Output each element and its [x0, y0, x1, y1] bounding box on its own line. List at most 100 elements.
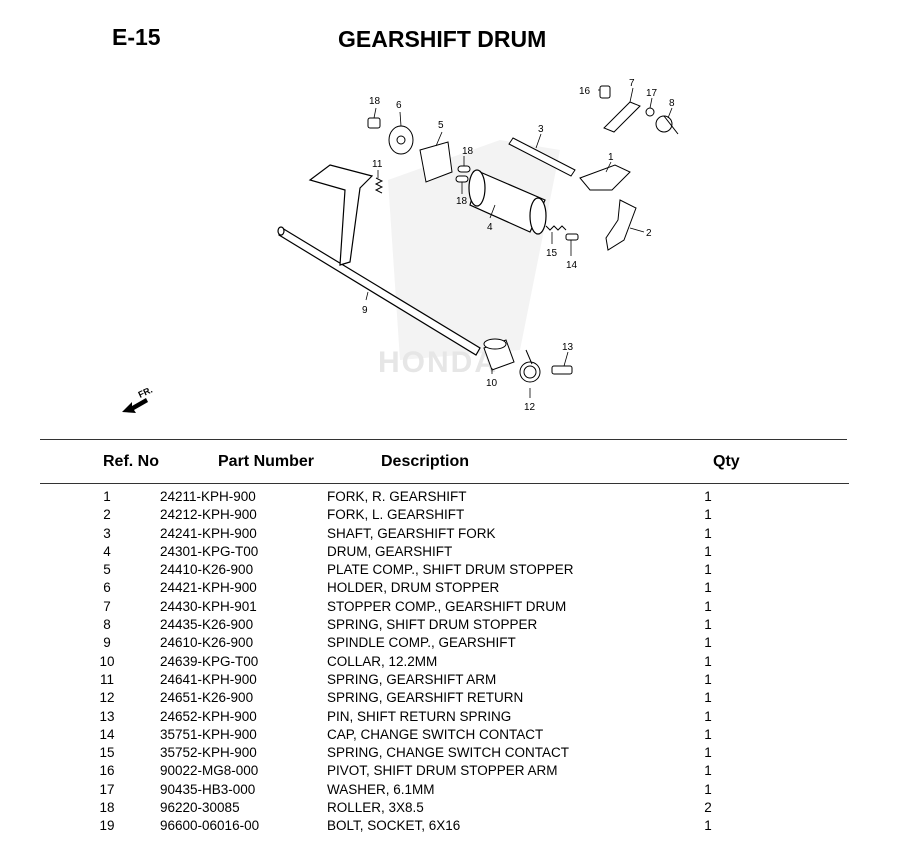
- ref-number: 14: [99, 726, 115, 742]
- ref-number: 6: [103, 580, 111, 596]
- ref-number: 8: [103, 617, 111, 633]
- description-cell: SHAFT, GEARSHIFT FORK: [327, 525, 496, 541]
- callout-11: 11: [372, 159, 383, 170]
- part-number-cell: 90435-HB3-000: [160, 781, 256, 797]
- callout-18: 18: [462, 146, 474, 157]
- ref-number: 16: [99, 763, 115, 779]
- qty-cell: 1: [704, 671, 712, 687]
- qty-cell: 1: [704, 617, 712, 633]
- part-number-cell: 96220-30085: [160, 800, 240, 816]
- part-9-spindle: [277, 164, 481, 356]
- description-cell: FORK, L. GEARSHIFT: [327, 507, 465, 523]
- ref-cell: 12: [40, 689, 160, 707]
- part-number-cell: 24641-KPH-900: [160, 671, 257, 687]
- qty-cell: 1: [704, 690, 712, 706]
- qty-cell: 1: [704, 489, 712, 504]
- part-number-cell: 35752-KPH-900: [160, 745, 257, 761]
- description-cell: PLATE COMP., SHIFT DRUM STOPPER: [327, 562, 574, 578]
- part-18-roller: [457, 165, 471, 173]
- part-number-cell: 24430-KPH-901: [160, 598, 257, 614]
- part-2-fork: [605, 199, 637, 251]
- col-header-part: Part Number: [218, 453, 315, 470]
- table-header-rule: [40, 483, 849, 484]
- part-16-pivot: [599, 85, 611, 99]
- ref-cell: 6: [40, 579, 160, 597]
- callout-17: 17: [646, 88, 658, 99]
- qty-cell: 1: [704, 653, 712, 669]
- ref-number: 7: [103, 598, 111, 614]
- description-cell: BOLT, SOCKET, 6X16: [327, 818, 461, 834]
- part-7-stopper: [603, 101, 641, 133]
- qty-cell: 2: [704, 800, 712, 816]
- ref-cell: 2: [40, 506, 160, 524]
- callout-7: 7: [629, 78, 635, 89]
- part-number-cell: 24211-KPH-900: [160, 489, 256, 504]
- callout-12: 12: [524, 402, 536, 413]
- part-number-cell: 24301-KPG-T00: [160, 543, 259, 559]
- table-row: 11 24641-KPH-900 SPRING, GEARSHIFT ARM 1: [40, 671, 789, 689]
- callout-8: 8: [669, 98, 675, 109]
- part-number-cell: 24651-K26-900: [160, 690, 254, 706]
- part-number-cell: 24639-KPG-T00: [160, 653, 259, 669]
- ref-number: 15: [99, 745, 115, 761]
- part-11-spring: [374, 177, 384, 194]
- part-4-drum: [468, 169, 547, 235]
- description-cell: DRUM, GEARSHIFT: [327, 543, 453, 559]
- callout-4: 4: [487, 222, 493, 233]
- description-cell: ROLLER, 3X8.5: [327, 800, 424, 816]
- ref-number: 4: [103, 543, 111, 559]
- ref-number: 11: [99, 671, 114, 687]
- part-3-shaft: [508, 137, 576, 177]
- part-1-fork: [579, 164, 631, 191]
- front-arrow-icon: FR.: [122, 385, 154, 413]
- qty-cell: 1: [704, 781, 712, 797]
- ref-cell: 16: [40, 762, 160, 780]
- qty-cell: 1: [704, 543, 712, 559]
- part-13-pin: [551, 365, 573, 375]
- ref-cell: 17: [40, 781, 160, 799]
- ref-cell: 1: [40, 488, 160, 506]
- callout-2: 2: [646, 228, 652, 239]
- part-number-cell: 35751-KPH-900: [160, 726, 257, 742]
- ref-cell: 19: [40, 817, 160, 835]
- col-header-qty: Qty: [713, 453, 740, 470]
- ref-number: 10: [99, 653, 115, 669]
- ref-cell: 7: [40, 598, 160, 616]
- description-cell: PIN, SHIFT RETURN SPRING: [327, 708, 512, 724]
- callout-1: 1: [608, 152, 614, 163]
- description-cell: CAP, CHANGE SWITCH CONTACT: [327, 726, 544, 742]
- ref-cell: 13: [40, 708, 160, 726]
- qty-cell: 1: [704, 525, 712, 541]
- callout-9: 9: [362, 305, 368, 316]
- part-number-cell: 24610-K26-900: [160, 635, 254, 651]
- part-17-washer: [645, 107, 655, 117]
- part-number-cell: 24212-KPH-900: [160, 507, 257, 523]
- callout-6: 6: [396, 100, 402, 111]
- watermark-text: HONDA: [378, 346, 498, 379]
- qty-cell: 1: [704, 580, 712, 596]
- qty-cell: 1: [704, 507, 712, 523]
- part-15-spring: [545, 225, 567, 231]
- part-8-spring: [655, 115, 679, 135]
- callout-18: 18: [456, 196, 468, 207]
- ref-number: 12: [99, 690, 115, 706]
- table-row: 14 35751-KPH-900 CAP, CHANGE SWITCH CONTAC…: [40, 726, 789, 744]
- ref-number: 17: [99, 781, 115, 797]
- description-cell: SPRING, GEARSHIFT ARM: [327, 671, 497, 687]
- ref-number: 1: [103, 489, 111, 504]
- qty-cell: 1: [704, 726, 712, 742]
- part-number-cell: 90022-MG8-000: [160, 763, 259, 779]
- ref-number: 13: [99, 708, 115, 724]
- table-top-rule: [40, 439, 847, 440]
- description-cell: FORK, R. GEARSHIFT: [327, 489, 467, 504]
